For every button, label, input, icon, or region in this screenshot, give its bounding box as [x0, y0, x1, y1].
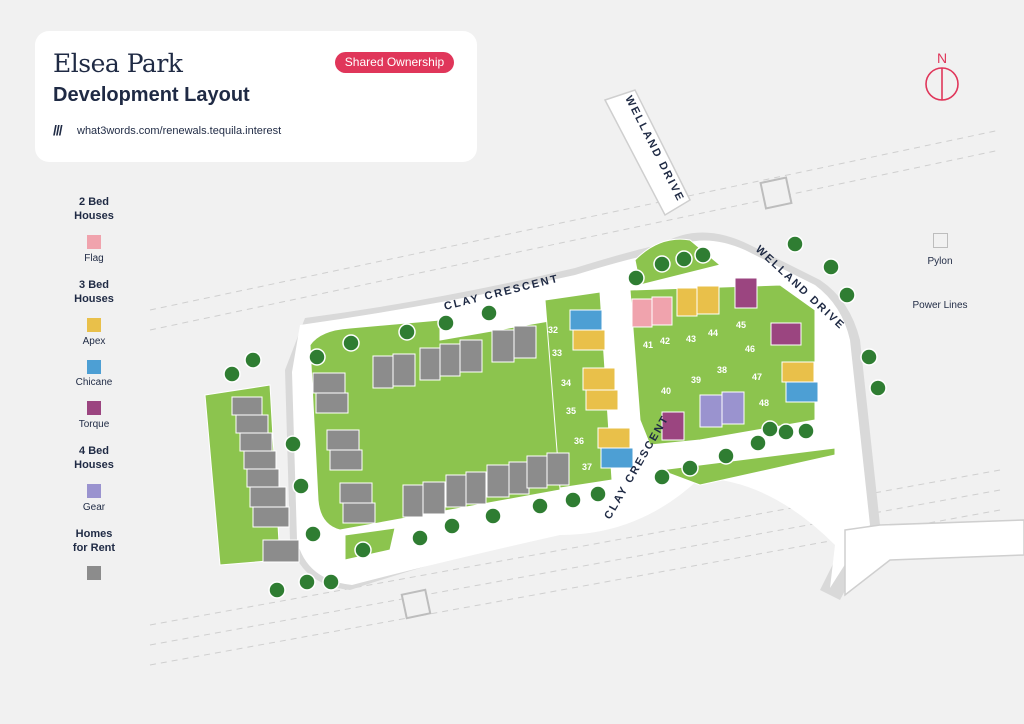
legend-item-gear: Gear [82, 502, 106, 513]
svg-text:48: 48 [759, 398, 769, 408]
svg-text:46: 46 [745, 344, 755, 354]
shared-ownership-badge: Shared Ownership [335, 52, 454, 73]
power-lines-key-label: Power Lines [912, 300, 968, 311]
svg-text:47: 47 [752, 372, 762, 382]
welland-drive-arm [603, 89, 691, 217]
pylon-key-label: Pylon [927, 256, 953, 267]
apex-swatch [87, 318, 101, 332]
legend-item-flag: Flag [84, 253, 104, 264]
brand-title: Elsea Park [53, 49, 183, 78]
svg-text:32: 32 [548, 325, 558, 335]
trees [223, 235, 887, 599]
pylon-south [400, 588, 432, 620]
legend-item-chicane: Chicane [75, 377, 113, 388]
svg-text:39: 39 [691, 375, 701, 385]
svg-text:37: 37 [582, 462, 592, 472]
legend-item-apex: Apex [82, 336, 106, 347]
page-title: Development Layout [53, 84, 250, 106]
what3words-address[interactable]: what3words.com/renewals.tequila.interest [77, 125, 282, 137]
svg-text:36: 36 [574, 436, 584, 446]
svg-text:35: 35 [566, 406, 576, 416]
chicane-swatch [87, 360, 101, 374]
legend-item-torque: Torque [78, 419, 110, 430]
svg-text:40: 40 [661, 386, 671, 396]
rent-swatch [87, 566, 101, 580]
flag-swatch [87, 235, 101, 249]
gear-swatch [87, 484, 101, 498]
what3words-icon: /// [53, 122, 63, 138]
pylon-key-icon [933, 233, 948, 248]
plot-numbers: 32 33 34 35 36 37 38 39 40 41 42 43 44 4… [548, 320, 769, 472]
svg-text:42: 42 [660, 336, 670, 346]
welland-drive-exit [844, 519, 1024, 597]
compass: N [925, 50, 959, 101]
rent-homes [231, 325, 570, 563]
svg-text:41: 41 [643, 340, 653, 350]
svg-text:34: 34 [561, 378, 571, 388]
svg-text:44: 44 [708, 328, 718, 338]
svg-text:43: 43 [686, 334, 696, 344]
svg-text:33: 33 [552, 348, 562, 358]
torque-swatch [87, 401, 101, 415]
compass-north-label: N [937, 50, 947, 66]
shared-ownership-homes [569, 277, 819, 469]
svg-text:45: 45 [736, 320, 746, 330]
svg-text:38: 38 [717, 365, 727, 375]
pylon-north [759, 176, 793, 210]
title-card: Elsea Park Development Layout Shared Own… [35, 31, 477, 162]
